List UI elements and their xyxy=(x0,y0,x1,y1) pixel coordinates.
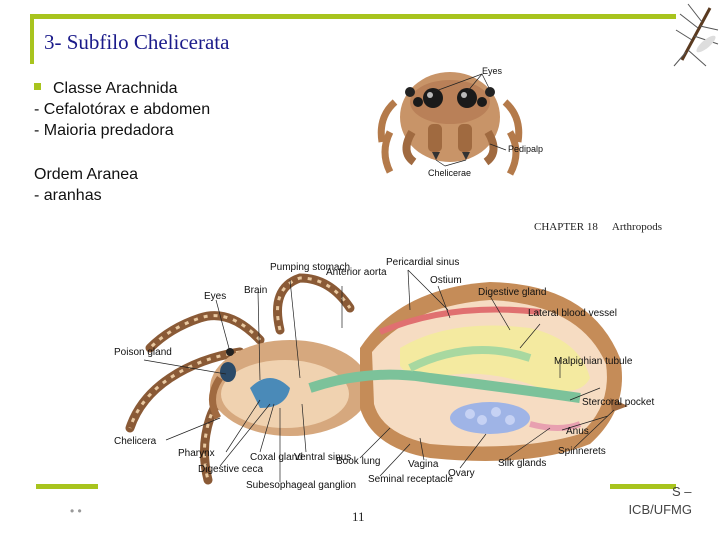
label-ostium: Ostium xyxy=(430,275,462,286)
label-pericardial-sinus: Pericardial sinus xyxy=(386,257,459,268)
label-pumping-stomach: Pumping stomach xyxy=(270,262,350,273)
chapter-number: CHAPTER 18 xyxy=(534,221,598,233)
label-stercoral-pocket: Stercoral pocket xyxy=(582,397,654,408)
bullet-line-class: Classe Arachnida xyxy=(34,78,178,99)
label-silk-glands: Silk glands xyxy=(498,458,546,469)
slide-title: 3- Subfilo Chelicerata xyxy=(44,30,230,54)
label-poison-gland: Poison gland xyxy=(114,347,172,358)
order-title: Ordem Aranea xyxy=(34,166,139,183)
label-face-chelicerae: Chelicerae xyxy=(428,168,471,178)
footer-fragment: • • xyxy=(70,504,82,518)
text-line-predadora: - Maioria predadora xyxy=(34,122,174,139)
label-pharynx: Pharynx xyxy=(178,448,215,459)
label-seminal-receptacle: Seminal receptacle xyxy=(368,474,453,485)
label-face-eyes: Eyes xyxy=(482,66,503,76)
page-number: 11 xyxy=(352,509,365,524)
slide-left-border xyxy=(30,14,34,64)
label-digestive-ceca: Digestive ceca xyxy=(198,464,263,475)
footer-accent-right xyxy=(610,484,676,489)
label-face-pedipalp: Pedipalp xyxy=(508,144,543,154)
label-ovary: Ovary xyxy=(448,468,475,479)
label-eyes: Eyes xyxy=(204,291,226,302)
book-chapter-header: CHAPTER 18 Arthropods xyxy=(534,221,676,233)
order-item: - aranhas xyxy=(34,187,102,204)
bullet-marker xyxy=(34,83,41,91)
mosquito-icon xyxy=(673,3,719,67)
spider-anatomy-diagram: Pumping stomach Anterior aorta Pericardi… xyxy=(114,257,654,491)
label-vagina: Vagina xyxy=(408,459,439,470)
label-digestive-gland: Digestive gland xyxy=(478,287,546,298)
label-anus: Anus xyxy=(566,426,589,437)
label-anterior-aorta: Anterior aorta xyxy=(326,267,387,278)
footer-accent-left xyxy=(36,484,98,489)
label-subesophageal-ganglion: Subesophageal ganglion xyxy=(246,480,356,491)
spider-face-figure: Eyes Pedipalp Chelicerae xyxy=(377,66,543,178)
footer-text-bottom: ICB/UFMG xyxy=(628,502,692,517)
label-malpighian-tubule: Malpighian tubule xyxy=(554,356,633,367)
label-lateral-blood-vessel: Lateral blood vessel xyxy=(528,308,617,319)
label-chelicera: Chelicera xyxy=(114,436,157,447)
label-coxal-gland: Coxal gland xyxy=(250,452,303,463)
label-spinnerets: Spinnerets xyxy=(558,446,606,457)
label-brain: Brain xyxy=(244,285,267,296)
label-ventral-sinus: Ventral sinus xyxy=(294,452,351,463)
text-line-cefalotorax: - Cefalotórax e abdomen xyxy=(34,101,211,118)
footer-text-top: S – xyxy=(672,484,692,499)
label-book-lung: Book lung xyxy=(336,456,380,467)
slide-top-border xyxy=(30,14,676,19)
chapter-title: Arthropods xyxy=(611,221,662,233)
